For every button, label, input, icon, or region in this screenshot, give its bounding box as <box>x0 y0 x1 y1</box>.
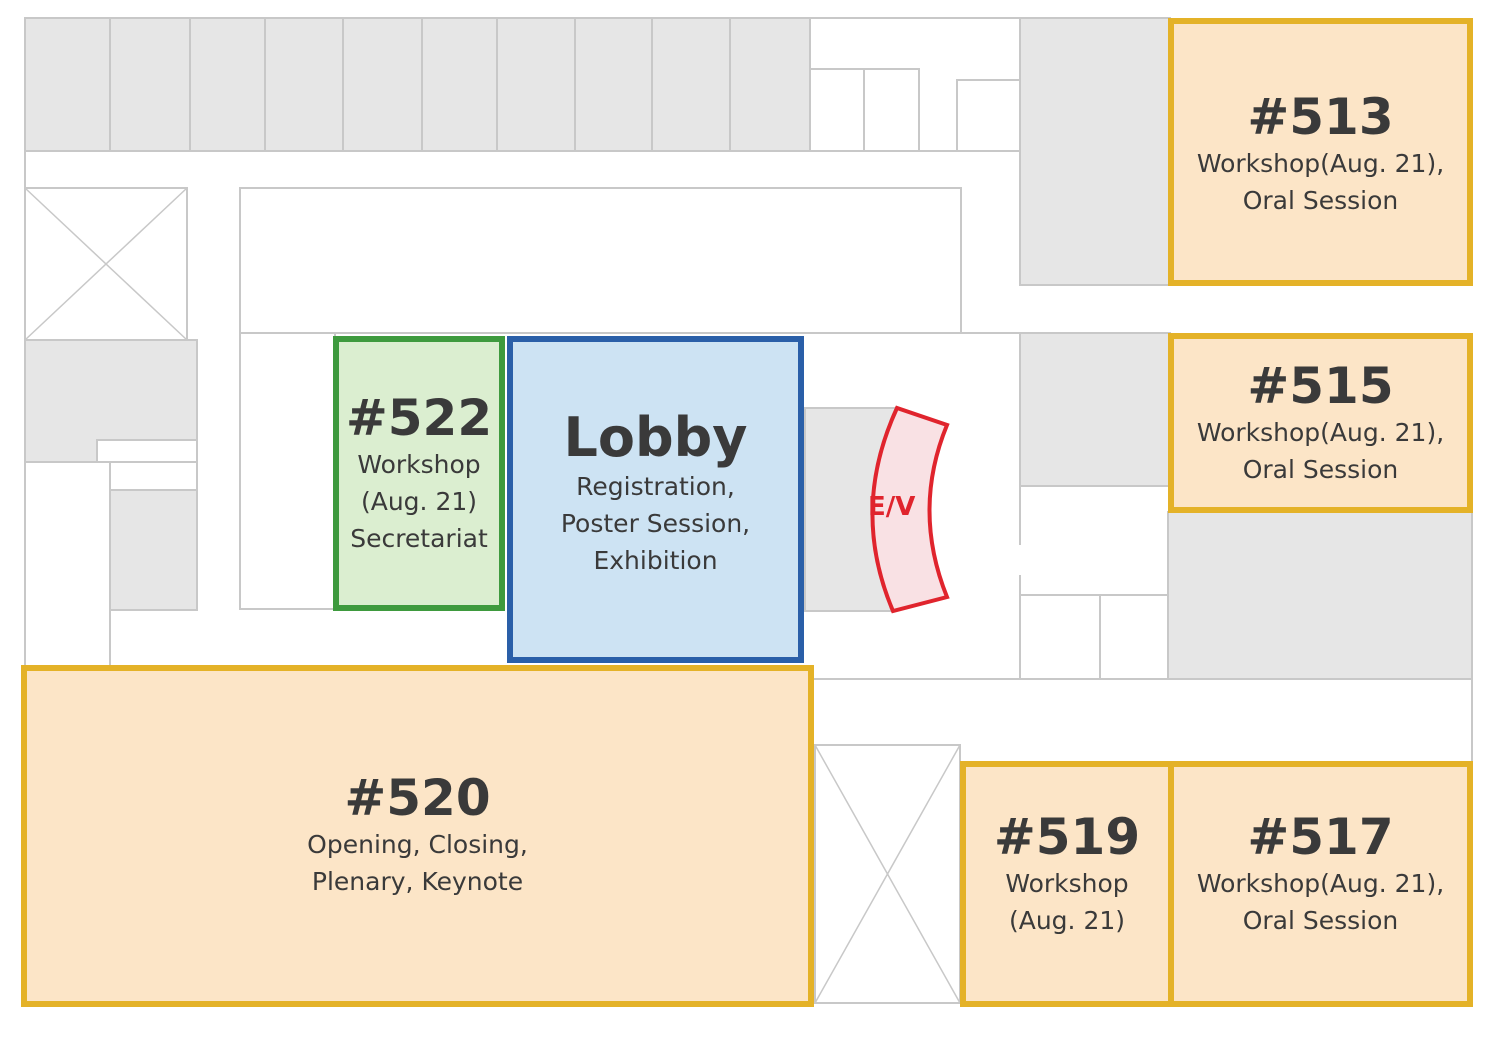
corridor-block <box>239 187 962 334</box>
room-description-line: Oral Session <box>1242 905 1399 935</box>
top-room <box>574 17 653 152</box>
room-number: #522 <box>345 388 493 447</box>
room-520[interactable]: #520 Opening, Closing, Plenary, Keynote <box>21 665 814 1007</box>
room-number: #515 <box>1247 356 1394 415</box>
room-515[interactable]: #515 Workshop(Aug. 21), Oral Session <box>1168 333 1473 513</box>
room-517[interactable]: #517 Workshop(Aug. 21), Oral Session <box>1168 761 1473 1007</box>
small-room <box>863 68 920 152</box>
room-description-line: Opening, Closing, <box>307 830 528 859</box>
room-number: #517 <box>1247 807 1394 866</box>
corridor-block <box>239 332 336 610</box>
small-room <box>96 439 198 463</box>
top-room <box>342 17 423 152</box>
room-description-line: Poster Session, <box>560 508 751 538</box>
room-description-line: Workshop(Aug. 21), <box>1196 868 1445 898</box>
room-number: #513 <box>1247 87 1394 146</box>
gray-block <box>109 489 198 611</box>
top-room <box>109 17 191 152</box>
room-description-line: Workshop <box>1005 868 1129 898</box>
lobby[interactable]: Lobby Registration, Poster Session, Exhi… <box>507 336 804 663</box>
small-room <box>109 461 198 491</box>
top-room <box>651 17 731 152</box>
room-description-line: Exhibition <box>593 545 718 575</box>
room-description-line: Registration, <box>576 471 735 501</box>
room-number: #519 <box>993 807 1141 866</box>
gray-block <box>1167 511 1473 680</box>
room-description-line: (Aug. 21) <box>360 486 478 516</box>
top-room <box>24 17 111 152</box>
room-number: Lobby <box>563 406 748 470</box>
room-description-line: Secretariat <box>350 523 488 553</box>
top-room <box>496 17 576 152</box>
room-513[interactable]: #513 Workshop(Aug. 21), Oral Session <box>1168 18 1473 286</box>
room-description-line: Workshop <box>357 449 481 479</box>
room-description-line: Workshop(Aug. 21), <box>1196 417 1445 447</box>
void-cross <box>24 187 188 341</box>
top-room <box>729 17 811 152</box>
gray-block <box>1019 332 1171 487</box>
gray-block <box>1019 17 1171 286</box>
small-room <box>956 79 1021 152</box>
small-room <box>1099 594 1169 680</box>
void-cross <box>814 744 961 1004</box>
top-room <box>264 17 344 152</box>
room-519[interactable]: #519 Workshop (Aug. 21) <box>960 761 1174 1007</box>
elevator-icon <box>870 405 950 614</box>
room-522[interactable]: #522 Workshop (Aug. 21) Secretariat <box>333 336 505 611</box>
small-room <box>1019 594 1101 680</box>
small-room <box>809 68 865 152</box>
room-description-line: Oral Session <box>1242 185 1399 215</box>
elevator-label: E/V <box>868 492 916 522</box>
room-description-line: Workshop(Aug. 21), <box>1196 148 1445 178</box>
top-room <box>189 17 266 152</box>
top-room <box>421 17 498 152</box>
room-number: #520 <box>344 769 491 827</box>
room-description-line: Plenary, Keynote <box>311 867 524 896</box>
room-description-line: Oral Session <box>1242 454 1399 484</box>
room-description-line: (Aug. 21) <box>1008 905 1126 935</box>
